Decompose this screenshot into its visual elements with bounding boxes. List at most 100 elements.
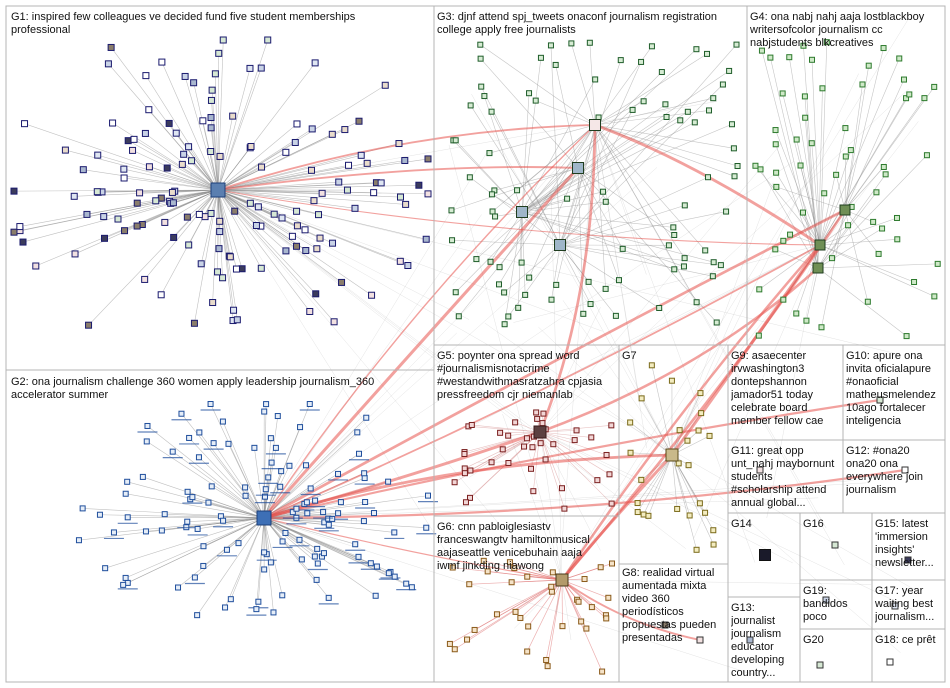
- edge: [132, 150, 219, 191]
- edge: [263, 517, 753, 675]
- edge: [208, 502, 265, 519]
- node: [200, 543, 207, 550]
- edge: [224, 517, 265, 608]
- edge: [217, 155, 362, 191]
- edge: [671, 278, 750, 456]
- edge: [844, 209, 879, 255]
- node: [757, 166, 764, 173]
- node: [190, 319, 198, 327]
- node: [822, 596, 830, 604]
- hub-node-g7: [665, 448, 679, 462]
- node: [396, 193, 404, 201]
- node: [530, 488, 537, 495]
- bridge-edge: [263, 398, 881, 520]
- node: [605, 594, 612, 601]
- node: [32, 262, 40, 270]
- edge: [594, 124, 606, 289]
- node: [580, 310, 587, 317]
- node: [588, 604, 595, 611]
- node: [268, 459, 275, 466]
- edge: [198, 457, 265, 519]
- node: [270, 609, 277, 616]
- node: [107, 43, 115, 51]
- node: [903, 95, 910, 102]
- edge: [819, 58, 900, 246]
- node: [787, 231, 794, 238]
- edge: [521, 123, 733, 213]
- node: [594, 477, 601, 484]
- edge: [561, 20, 908, 581]
- node: [505, 432, 512, 439]
- node: [100, 234, 108, 242]
- node: [779, 90, 786, 97]
- node: [665, 242, 672, 249]
- node: [205, 499, 212, 506]
- edge: [127, 517, 265, 519]
- node: [207, 209, 215, 217]
- edge: [217, 170, 312, 191]
- node: [254, 203, 262, 211]
- node: [603, 615, 610, 622]
- node: [452, 289, 459, 296]
- node: [793, 136, 800, 143]
- node: [70, 192, 78, 200]
- node: [773, 169, 780, 176]
- edge: [796, 139, 821, 246]
- node: [367, 560, 374, 567]
- edge: [831, 209, 846, 259]
- node: [466, 494, 473, 501]
- node: [267, 435, 274, 442]
- node: [488, 459, 495, 466]
- edge: [539, 431, 610, 475]
- node: [121, 227, 129, 235]
- node: [773, 183, 780, 190]
- edge: [181, 413, 265, 519]
- node: [670, 224, 677, 231]
- node: [746, 636, 754, 644]
- edge: [594, 124, 685, 259]
- node: [561, 505, 568, 512]
- node: [246, 64, 254, 72]
- node: [522, 291, 529, 298]
- node: [158, 58, 166, 66]
- node: [301, 226, 309, 234]
- node: [316, 234, 324, 242]
- node: [278, 214, 286, 222]
- bridge-edge: [263, 208, 846, 520]
- edge: [504, 211, 523, 325]
- node: [102, 565, 109, 572]
- node: [525, 623, 532, 630]
- hub-node-g1: [210, 182, 226, 198]
- node: [372, 592, 379, 599]
- edge: [210, 403, 265, 519]
- edge: [97, 154, 219, 191]
- node: [19, 238, 27, 246]
- node: [529, 444, 536, 451]
- node: [424, 155, 432, 163]
- node: [219, 36, 227, 44]
- node: [79, 166, 87, 174]
- node: [120, 581, 127, 588]
- node: [818, 324, 825, 331]
- node: [362, 499, 369, 506]
- edge: [521, 71, 663, 213]
- edge: [97, 189, 219, 192]
- node: [693, 299, 700, 306]
- edge: [105, 517, 265, 569]
- edge: [202, 120, 219, 191]
- edge: [775, 172, 821, 246]
- edge: [521, 211, 675, 270]
- edge: [263, 517, 427, 529]
- node: [201, 213, 209, 221]
- node: [141, 129, 149, 137]
- node-layer: [10, 36, 941, 675]
- edge: [594, 53, 708, 126]
- hub-node-g5: [533, 425, 547, 439]
- node: [501, 289, 508, 296]
- node: [446, 640, 453, 647]
- node: [772, 127, 779, 134]
- node: [464, 636, 471, 643]
- node: [312, 497, 319, 504]
- bridge-edge: [560, 454, 674, 581]
- edge: [217, 189, 316, 295]
